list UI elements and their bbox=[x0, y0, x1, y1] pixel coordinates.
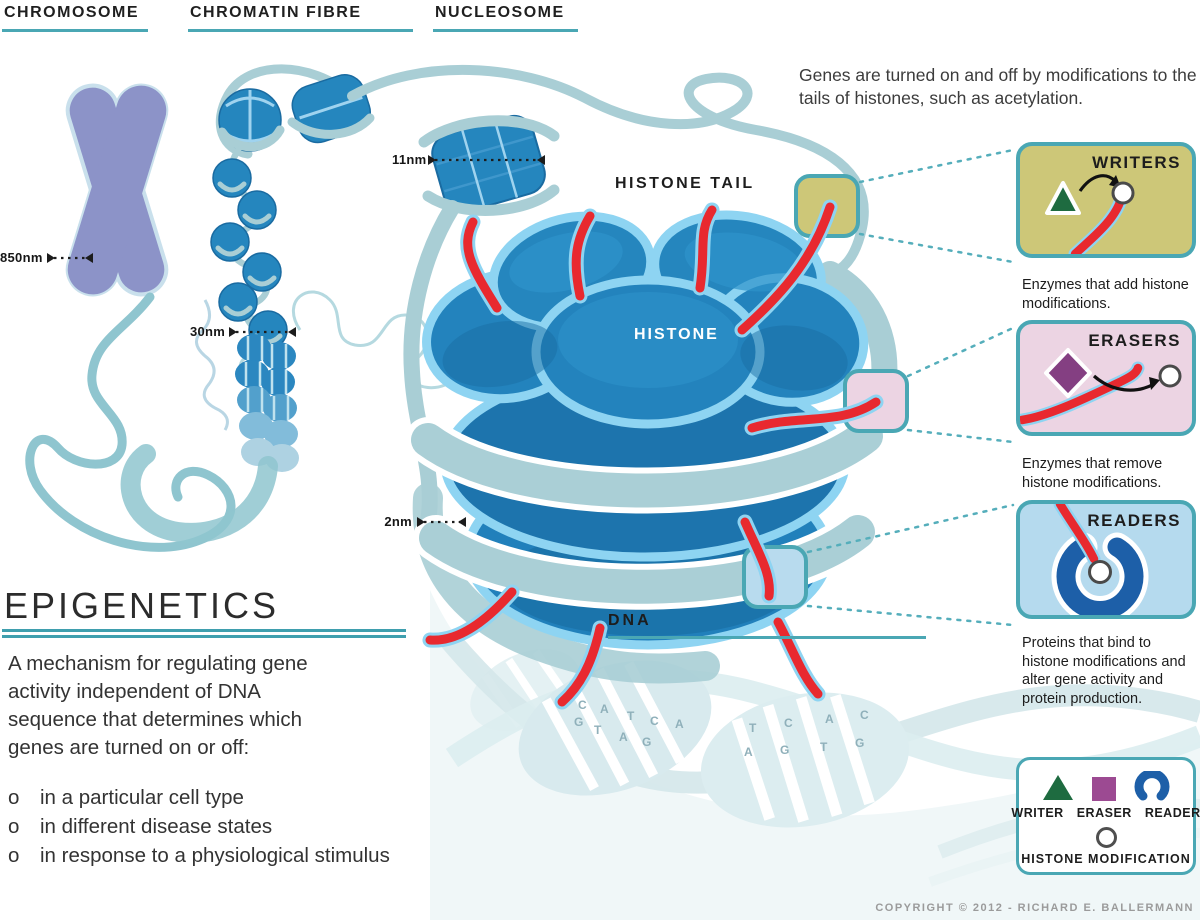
dna-base: C bbox=[578, 698, 587, 712]
writer-icon bbox=[1020, 146, 1192, 254]
dna-base: C bbox=[784, 716, 793, 730]
histone-modification-icon bbox=[1111, 181, 1135, 205]
histone-modification-icon bbox=[1095, 827, 1117, 848]
legend-writer-label: WRITER bbox=[1011, 806, 1064, 820]
reader-clamp-icon bbox=[1056, 537, 1144, 615]
eraser-icon bbox=[1020, 324, 1192, 432]
dna-label: DNA bbox=[608, 612, 652, 629]
erasers-caption: Enzymes that remove histone modification… bbox=[1022, 456, 1163, 491]
card-connector-dashes bbox=[806, 148, 1015, 627]
histone-octamer-graphic bbox=[405, 210, 898, 650]
header-underline bbox=[2, 29, 148, 32]
dna-base: G bbox=[642, 735, 652, 749]
dna-base: C bbox=[650, 714, 659, 728]
scale-850nm: 850nm bbox=[0, 250, 43, 265]
epigenetics-bullets: o in a particular cell type o in differe… bbox=[8, 786, 390, 873]
header-underline bbox=[433, 29, 578, 32]
writers-card-title: WRITERS bbox=[1092, 153, 1181, 172]
reader-icon bbox=[1020, 504, 1192, 615]
header-nucleosome: NUCLEOSOME bbox=[435, 4, 565, 21]
epigenetics-underline bbox=[2, 629, 406, 632]
eraser-square-icon bbox=[1092, 777, 1116, 801]
bullet-text: in response to a physiological stimulus bbox=[40, 844, 390, 867]
legend-labels: WRITER ERASER READER bbox=[1011, 806, 1200, 820]
readers-card: READERS bbox=[1016, 500, 1196, 619]
dna-label-underline bbox=[608, 636, 926, 639]
dna-base: T bbox=[627, 709, 635, 723]
dna-base: G bbox=[574, 715, 584, 729]
histone-tail-label: HISTONE TAIL bbox=[615, 175, 755, 192]
histone-modification-icon bbox=[1158, 364, 1182, 388]
legend-box: WRITER ERASER READER HISTONE MODIFICATIO… bbox=[1011, 757, 1200, 875]
readers-card-title: READERS bbox=[1087, 511, 1181, 530]
dna-base: G bbox=[780, 743, 790, 757]
readers-caption: Proteins that bind to histone modificati… bbox=[1022, 635, 1186, 707]
writers-card: WRITERS bbox=[1016, 142, 1196, 258]
bullet-item: o in a particular cell type bbox=[8, 786, 390, 810]
epigenetics-description: A mechanism for regulating gene activity… bbox=[8, 652, 308, 760]
dna-base: T bbox=[820, 740, 828, 754]
writer-triangle-icon bbox=[1045, 181, 1081, 215]
dna-base: G bbox=[855, 736, 865, 750]
unwound-chromatin-strand bbox=[25, 292, 236, 552]
header-chromosome: CHROMOSOME bbox=[4, 4, 139, 21]
epigenetics-underline bbox=[2, 635, 406, 638]
legend-modification-label: HISTONE MODIFICATION bbox=[1021, 852, 1191, 866]
writers-caption: Enzymes that add histone modifications. bbox=[1022, 277, 1189, 312]
bullet-text: in different disease states bbox=[40, 815, 273, 838]
dna-base: A bbox=[600, 702, 609, 716]
epigenetics-title: EPIGENETICS bbox=[4, 585, 280, 626]
scale-30nm: 30nm bbox=[190, 324, 226, 339]
chromosome-graphic bbox=[25, 83, 459, 552]
erasers-card: ERASERS bbox=[1016, 320, 1196, 436]
bullet-text: in a particular cell type bbox=[40, 786, 244, 809]
scale-measure-arrows bbox=[47, 155, 545, 527]
scale-2nm: 2nm bbox=[384, 514, 412, 529]
dna-base: A bbox=[675, 717, 684, 731]
dna-base: A bbox=[619, 730, 628, 744]
legend-icons bbox=[1019, 771, 1193, 801]
dna-base: T bbox=[594, 723, 602, 737]
intro-text: Genes are turned on and off by modificat… bbox=[799, 65, 1197, 109]
thirty-nm-fibre bbox=[120, 334, 299, 543]
bullet-item: o in different disease states bbox=[8, 815, 390, 839]
histone-modification-icon bbox=[1088, 560, 1112, 584]
histone-label: HISTONE bbox=[634, 326, 719, 343]
erasers-card-title: ERASERS bbox=[1088, 331, 1181, 350]
writer-triangle-icon bbox=[1043, 775, 1073, 800]
chromatin-fibre-graphic bbox=[120, 64, 375, 543]
histone-tails bbox=[422, 199, 884, 710]
dna-base: C bbox=[860, 708, 869, 722]
legend-eraser-label: ERASER bbox=[1076, 806, 1132, 820]
dna-base: A bbox=[825, 712, 834, 726]
legend-reader-label: READER bbox=[1144, 806, 1200, 820]
dna-string-top bbox=[347, 65, 869, 279]
dna-base: A bbox=[744, 745, 753, 759]
copyright-text: COPYRIGHT © 2012 - RICHARD E. BALLERMANN bbox=[875, 902, 1194, 914]
reader-clamp-icon bbox=[1134, 771, 1170, 801]
dna-ribbon-wrap bbox=[405, 413, 889, 610]
header-chromatin-fibre: CHROMATIN FIBRE bbox=[190, 4, 362, 21]
header-underline bbox=[188, 29, 413, 32]
bullet-marker: o bbox=[8, 844, 20, 867]
bullet-marker: o bbox=[8, 786, 20, 809]
dna-base: T bbox=[749, 721, 757, 735]
scale-11nm: 11nm bbox=[392, 152, 427, 167]
eraser-diamond-icon bbox=[1044, 348, 1092, 398]
bullet-item: o in response to a physiological stimulu… bbox=[8, 844, 390, 868]
bullet-marker: o bbox=[8, 815, 20, 838]
